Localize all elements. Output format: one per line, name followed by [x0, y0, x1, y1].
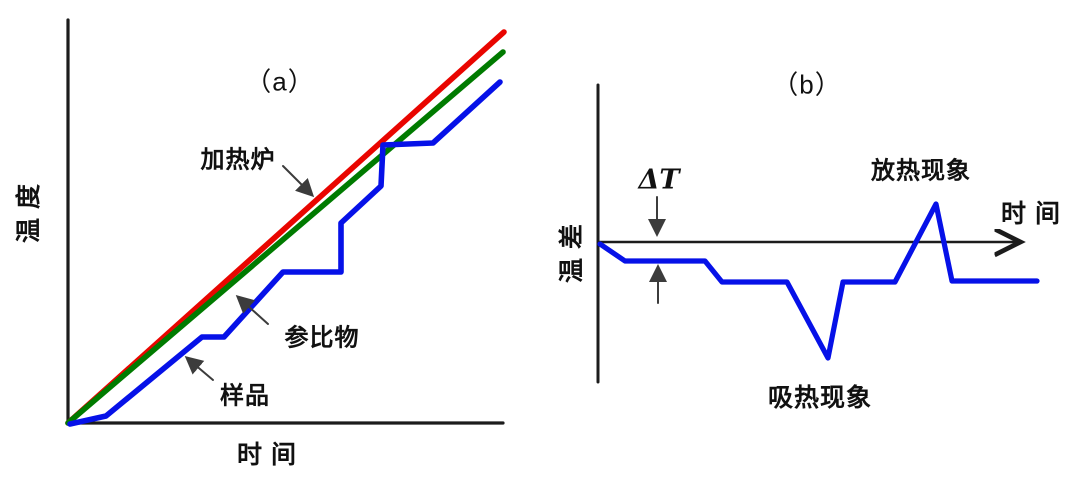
- delta-t-label: ΔT: [638, 164, 680, 196]
- sample-temperature-line: [67, 79, 503, 427]
- reference-temperature-line: [65, 49, 506, 426]
- endothermic-label: 吸热现象: [767, 384, 873, 412]
- panel-b-x-axis-label: 时 间: [1001, 200, 1061, 228]
- sample-line-label: 样品: [220, 382, 270, 410]
- reference-line-label: 参比物: [284, 324, 360, 352]
- furnace-line-label: 加热炉: [200, 146, 276, 174]
- panel-b-y-axis-label: 温 差: [558, 223, 586, 283]
- furnace-pointer-arrow: [282, 165, 315, 198]
- exothermic-label: 放热现象: [871, 157, 971, 185]
- panel-a-title: （a）: [245, 66, 315, 97]
- temperature-difference-curve: [597, 201, 1040, 361]
- panel-b-title: （b）: [772, 69, 842, 100]
- panel-a-x-axis-label: 时 间: [237, 441, 297, 469]
- panel-a-y-axis-label: 温 度: [15, 183, 43, 243]
- sample-pointer-arrow: [184, 356, 214, 381]
- reference-pointer-arrow: [235, 294, 269, 325]
